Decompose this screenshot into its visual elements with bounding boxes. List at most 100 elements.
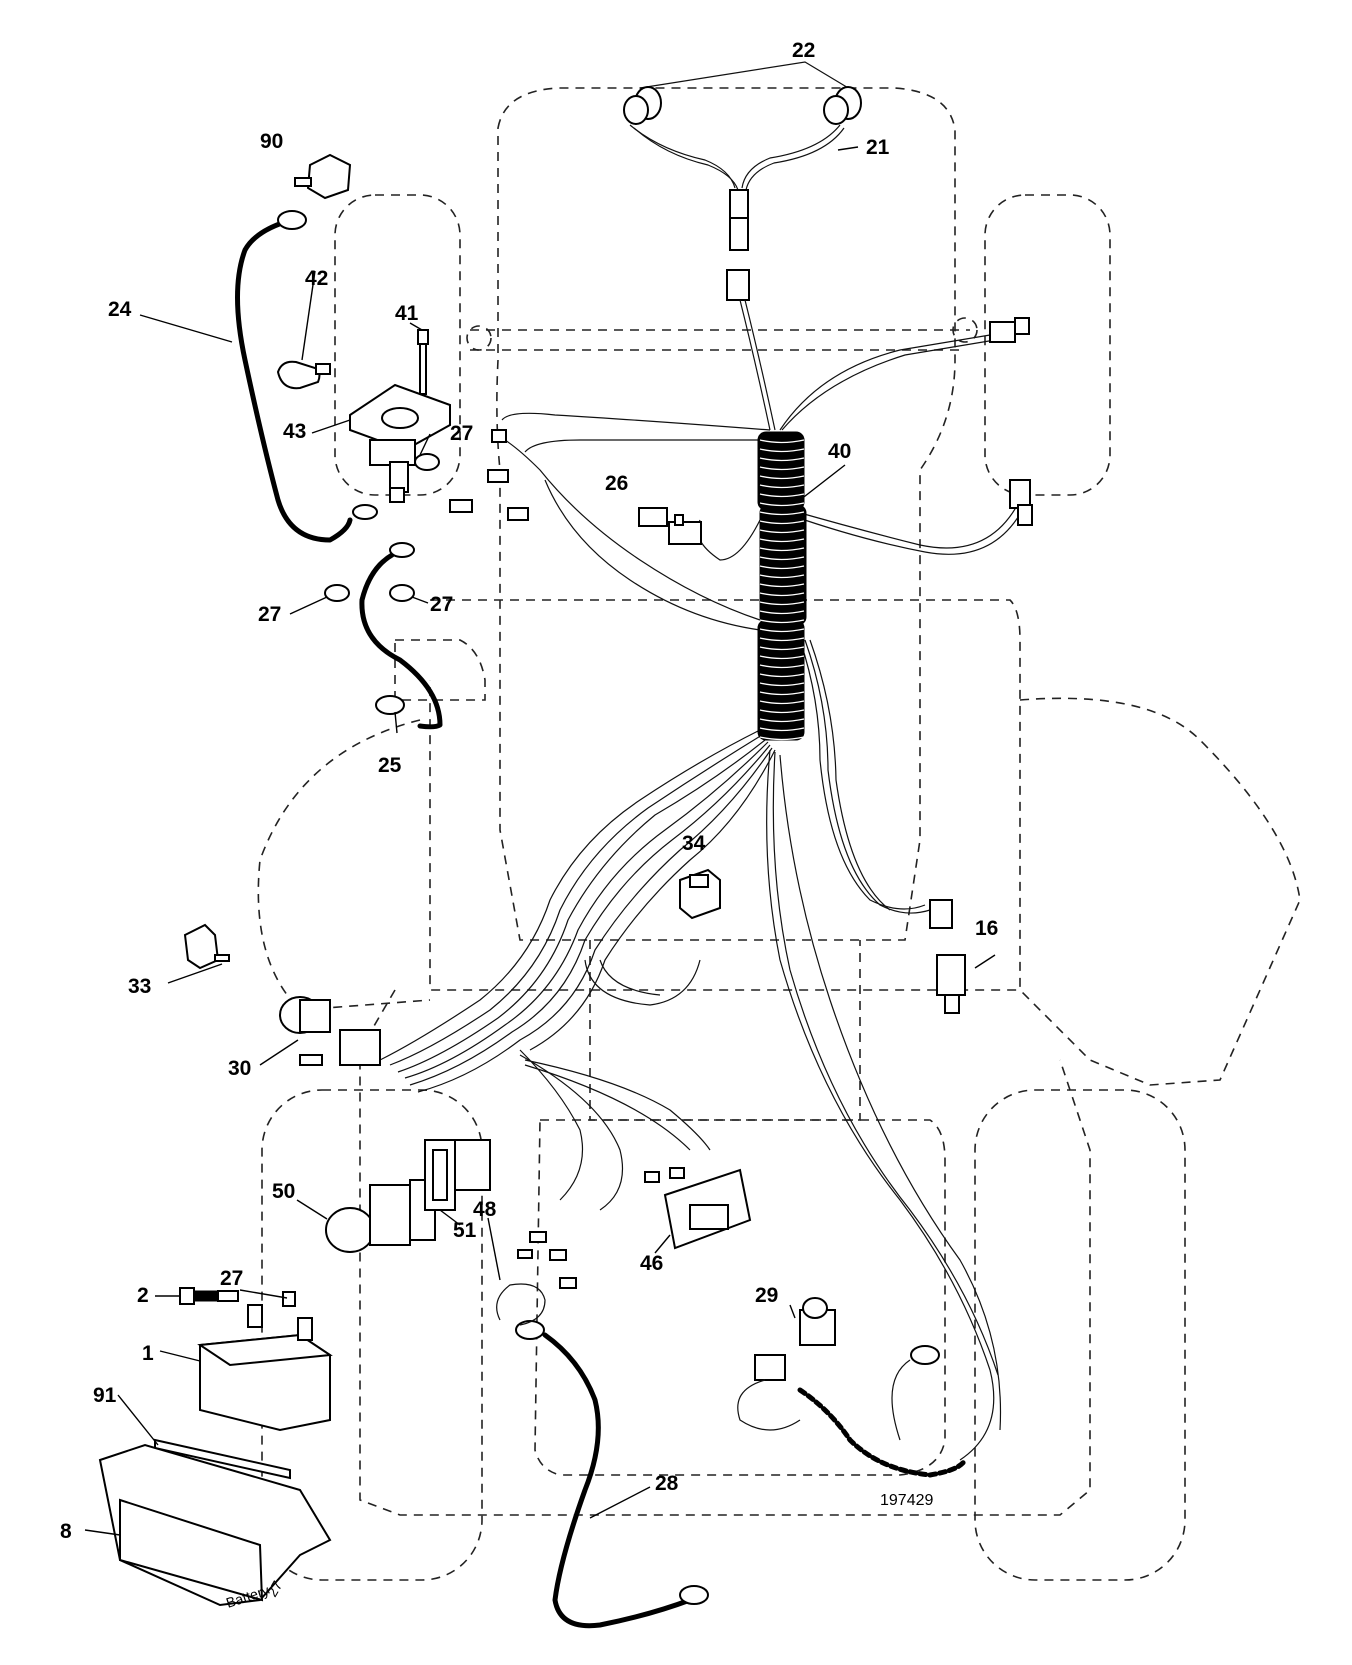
callout-2: 2 [137, 1284, 149, 1307]
coil-ring [759, 700, 805, 705]
callout-21: 21 [866, 136, 890, 159]
coil-ring [759, 646, 805, 651]
callout-34: 34 [682, 832, 706, 855]
callout-16: 16 [975, 917, 998, 940]
callout-8: 8 [60, 1520, 72, 1543]
right-connector-lower [1009, 479, 1033, 526]
coil-ring [759, 439, 805, 444]
coil-ring [759, 664, 805, 669]
coil-ring [759, 718, 805, 723]
callout-30: 30 [228, 1057, 251, 1080]
callout-25: 25 [378, 754, 402, 777]
callout-91: 91 [93, 1384, 117, 1407]
coil-ring [759, 601, 805, 606]
callout-27-right: 27 [430, 593, 453, 616]
coil-ring [759, 619, 805, 624]
battery-cable-25 [359, 552, 443, 730]
battery-cable-24 [235, 219, 353, 543]
nut-27-top [414, 453, 440, 471]
battery-cable-28 [542, 1332, 693, 1629]
fuse-holder [638, 507, 702, 545]
coil-ring [759, 466, 805, 471]
callout-51: 51 [453, 1219, 477, 1242]
boot-42 [276, 360, 331, 390]
bolt-2 [179, 1287, 239, 1305]
nut-27-battery [282, 1291, 296, 1307]
coil-ring [759, 502, 805, 507]
coil-ring [759, 475, 805, 480]
coil-ring [759, 583, 805, 588]
knob-50 [325, 1207, 375, 1253]
coil-ring [759, 448, 805, 453]
coil-ring [759, 574, 805, 579]
coil-ring [759, 682, 805, 687]
coil-ring [759, 520, 805, 525]
callout-42: 42 [305, 267, 328, 290]
callout-24: 24 [108, 298, 132, 321]
main-harness [379, 299, 1026, 1461]
callout-50: 50 [272, 1180, 295, 1203]
callout-27-battery: 27 [220, 1267, 243, 1290]
battery-label-number: 27 [264, 1578, 286, 1600]
coil-ring [759, 655, 805, 660]
drawing-number: 197429 [880, 1492, 933, 1509]
connector-90 [294, 153, 352, 200]
cable-28-ring-top [515, 1320, 545, 1340]
coil-ring [759, 736, 805, 741]
battery-tray [98, 1443, 332, 1607]
coil-ring [759, 637, 805, 642]
solenoid [349, 383, 451, 503]
coil-ring [759, 673, 805, 678]
coil-ring [759, 556, 805, 561]
harness-coil-upper [757, 431, 805, 511]
coil-rings [759, 439, 805, 741]
cable-25-lug [389, 542, 415, 558]
battery [197, 1304, 333, 1432]
hour-meter [644, 1167, 752, 1250]
switch-34 [679, 868, 721, 920]
callout-27-top: 27 [450, 422, 473, 445]
callout-43: 43 [283, 420, 306, 443]
cable-24-ring [277, 210, 307, 230]
callout-33: 33 [128, 975, 151, 998]
coil-ring-end [910, 1345, 940, 1365]
hold-down-strap [154, 1438, 291, 1480]
coil-ring [759, 691, 805, 696]
nut-27-left [324, 584, 350, 602]
coil-ring [759, 628, 805, 633]
coil-ring [759, 457, 805, 462]
coil-ring [759, 484, 805, 489]
callout-27-left: 27 [258, 603, 281, 626]
ignition-switch [279, 996, 381, 1066]
nut-27-right [389, 584, 415, 602]
callout-90: 90 [260, 130, 283, 153]
callout-1: 1 [142, 1342, 154, 1365]
leader-lines [84, 146, 996, 1536]
coil-ring [759, 610, 805, 615]
switch-29 [754, 1297, 836, 1381]
bolt-41 [417, 329, 429, 395]
connector-block [454, 1139, 491, 1191]
coiled-lead [797, 1387, 968, 1478]
tractor-outline [257, 87, 1301, 1581]
coil-ring [759, 511, 805, 516]
cable-24-lug [352, 504, 378, 520]
coil-ring [759, 538, 805, 543]
callout-41: 41 [395, 302, 419, 325]
coil-ring [759, 547, 805, 552]
callout-40: 40 [828, 440, 851, 463]
small-terminals [449, 429, 529, 521]
coil-ring [759, 529, 805, 534]
callout-22: 22 [792, 39, 815, 62]
right-connector-upper [989, 317, 1030, 343]
callout-labels: 22 21 90 42 41 24 43 27 40 26 27 27 25 3… [60, 39, 998, 1543]
switch-16 [929, 899, 966, 1014]
ignition-key [183, 923, 230, 970]
cable-28-ring-bottom [679, 1585, 709, 1605]
callout-28: 28 [655, 1472, 679, 1495]
connector-48-group [496, 1231, 577, 1326]
headlight-assembly [623, 61, 862, 301]
callout-48: 48 [473, 1198, 497, 1221]
callout-29: 29 [755, 1284, 778, 1307]
